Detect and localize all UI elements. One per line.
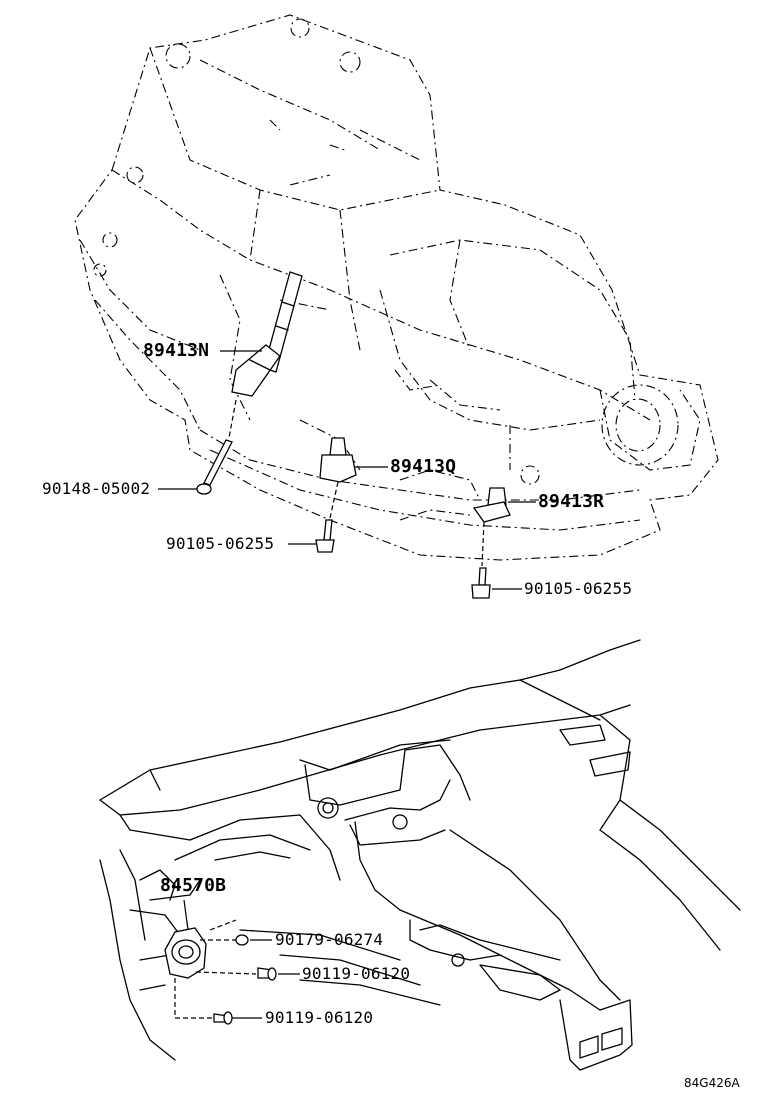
transmission-outline [74, 14, 719, 561]
sensor-89413N-part [231, 271, 303, 397]
bolt-90105-right-part [471, 567, 491, 599]
part-label-84570B: 84570B [160, 875, 227, 896]
diagram-reference-code: 84G426A [684, 1076, 740, 1090]
sensor-89413R-part [472, 487, 511, 523]
screws-bottom [213, 934, 277, 1025]
dashboard-outline [99, 639, 741, 1071]
sensor-89413Q-part [319, 437, 357, 483]
part-label-90148-05002: 90148-05002 [42, 479, 151, 498]
part-label-89413Q: 89413Q [390, 456, 457, 477]
bottom-leaders [174, 899, 300, 1019]
unit-84570B-part [164, 927, 207, 979]
bolt-90105-left-part [315, 519, 335, 553]
part-label-89413N: 89413N [143, 340, 210, 361]
part-label-89413R: 89413R [538, 491, 605, 512]
bolt-90148-part [196, 439, 233, 495]
part-label-90119-06120-upper: 90119-06120 [302, 964, 411, 983]
part-label-90105-06255-left: 90105-06255 [166, 534, 275, 553]
part-label-90179-06274: 90179-06274 [275, 930, 384, 949]
top-leaders [158, 350, 536, 590]
part-label-90119-06120-lower: 90119-06120 [265, 1008, 374, 1027]
part-label-90105-06255-right: 90105-06255 [524, 579, 633, 598]
